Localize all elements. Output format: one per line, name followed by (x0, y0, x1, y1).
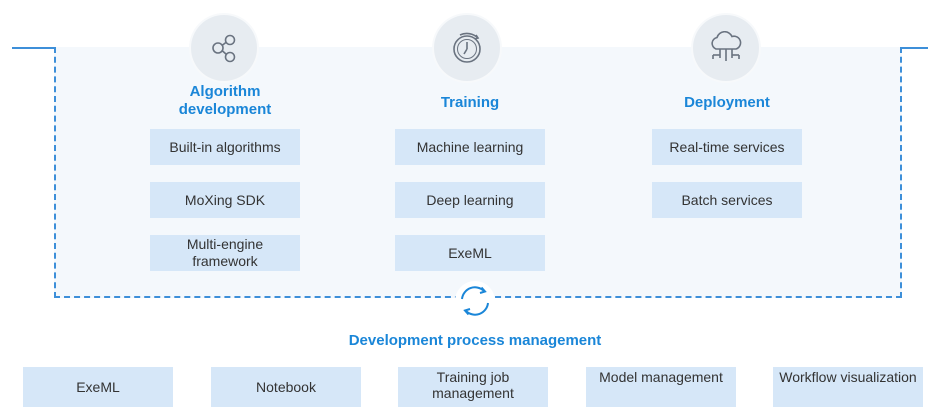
cloud-network-icon (693, 15, 759, 81)
stage-item-multi-engine-framework: Multi-engine framework (150, 235, 300, 271)
process-item-model-management: Model management (586, 367, 736, 407)
process-item-exeml: ExeML (23, 367, 173, 407)
refresh-cycle-icon (455, 281, 495, 321)
process-title: Development process management (348, 332, 602, 349)
stage-item-moxing-sdk: MoXing SDK (150, 182, 300, 218)
process-item-workflow-visualization: Workflow visualization (773, 367, 923, 407)
process-item-notebook: Notebook (211, 367, 361, 407)
stopwatch-icon (434, 15, 500, 81)
stage-title-deployment: Deployment (684, 94, 770, 111)
stage-title-algorithm-development: Algorithm development (178, 83, 272, 118)
stage-title-training: Training (440, 94, 500, 111)
process-item-training-job-management: Training job management (398, 367, 548, 407)
stage-item-deep-learning: Deep learning (395, 182, 545, 218)
stage-item-built-in-algorithms: Built-in algorithms (150, 129, 300, 165)
stage-item-batch-services: Batch services (652, 182, 802, 218)
stage-item-exeml: ExeML (395, 235, 545, 271)
stage-item-real-time-services: Real-time services (652, 129, 802, 165)
stage-item-machine-learning: Machine learning (395, 129, 545, 165)
share-nodes-icon (191, 15, 257, 81)
